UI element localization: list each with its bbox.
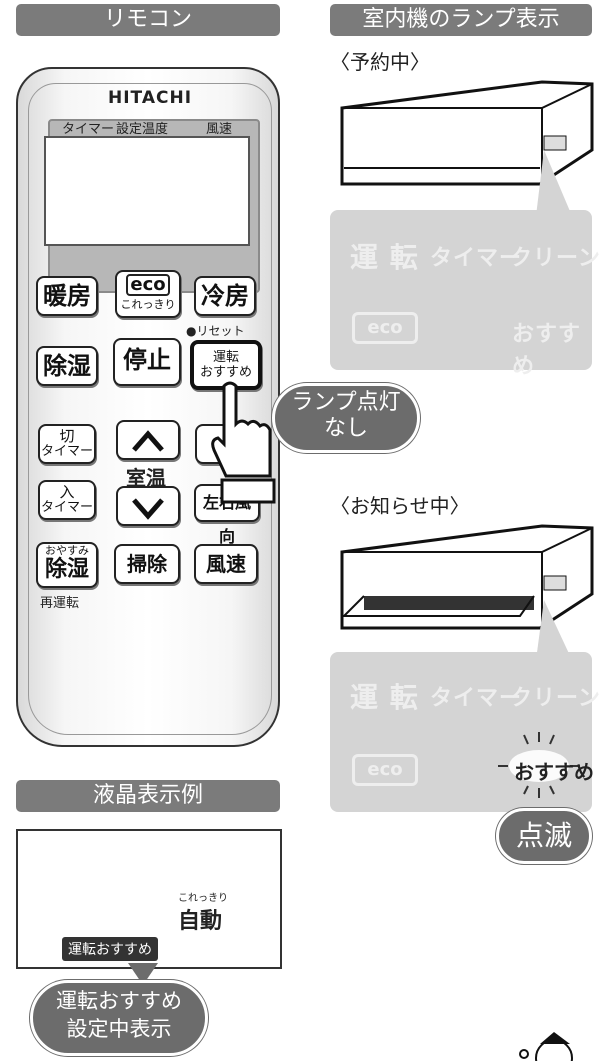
lamp-recommend-blink: おすすめ	[514, 760, 594, 784]
callout-blink: 点滅	[496, 808, 592, 864]
blink-rays-icon	[498, 732, 580, 798]
notify-title: 〈お知らせ中〉	[330, 494, 470, 518]
timer-on-button[interactable]: 入 タイマー	[38, 480, 96, 520]
remote-body	[28, 83, 272, 735]
timer-off-button[interactable]: 切 タイマー	[38, 424, 96, 464]
reset-label: ●リセット	[186, 324, 245, 338]
fan-speed-button[interactable]: 風速	[194, 544, 258, 584]
pointer-triangle-2	[536, 600, 572, 660]
lamp-clean-2: クリーン	[510, 686, 601, 711]
lcd-recommend-tag: 運転おすすめ	[62, 937, 158, 961]
rerun-label: 再運転	[40, 596, 80, 611]
header-remote: リモコン	[16, 4, 280, 36]
header-lcd-example: 液晶表示例	[16, 780, 280, 812]
lamp-recommend: おすすめ	[512, 322, 582, 379]
lamp-eco-2: eco	[352, 754, 418, 786]
eco-button[interactable]: eco これっきり	[115, 270, 181, 318]
lamp-timer: タイマー	[430, 246, 523, 271]
lamp-run: 運 転	[350, 241, 419, 274]
chevron-up-icon	[132, 430, 164, 452]
lamp-eco: eco	[352, 312, 418, 344]
dehumidify-button[interactable]: 除湿	[36, 346, 98, 386]
pointer-triangle	[536, 150, 572, 216]
lamp-run-2: 運 転	[350, 681, 419, 714]
cool-button[interactable]: 冷房	[194, 276, 256, 316]
callout-setting: 運転おすすめ 設定中表示	[30, 980, 208, 1056]
eco-sub-label: これっきり	[120, 298, 176, 311]
eco-logo: eco	[126, 274, 170, 296]
remote-lcd-screen	[44, 136, 250, 246]
clean-button[interactable]: 掃除	[114, 544, 180, 584]
stop-button[interactable]: 停止	[113, 338, 181, 386]
lcd-auto-label: 自動	[178, 909, 223, 934]
remote-brand: HITACHI	[108, 88, 193, 108]
header-indoor-lamp: 室内機のランプ表示	[330, 4, 592, 36]
lcd-label-fan: 風速	[206, 122, 233, 137]
temp-down-button[interactable]	[116, 486, 180, 526]
chevron-down-icon	[132, 498, 164, 520]
temp-up-button[interactable]	[116, 420, 180, 460]
lamp-clean: クリーン	[510, 246, 601, 271]
callout-lamp-off: ランプ点灯 なし	[272, 383, 420, 453]
lamp-timer-2: タイマー	[430, 686, 523, 711]
heat-button[interactable]: 暖房	[36, 276, 98, 316]
sleep-dehumid-button[interactable]: おやすみ 除湿	[36, 542, 98, 588]
reserved-title: 〈予約中〉	[330, 50, 430, 74]
lcd-label-timer: タイマー	[62, 122, 115, 137]
lcd-small-label: これっきり	[178, 893, 228, 904]
mascot-icon	[519, 1032, 573, 1061]
lcd-label-temp: 設定温度	[116, 122, 169, 137]
pointing-hand-icon	[211, 381, 276, 504]
pointer-triangle-3	[128, 963, 158, 985]
lcd-example-box: これっきり 自動 運転おすすめ	[16, 829, 282, 969]
